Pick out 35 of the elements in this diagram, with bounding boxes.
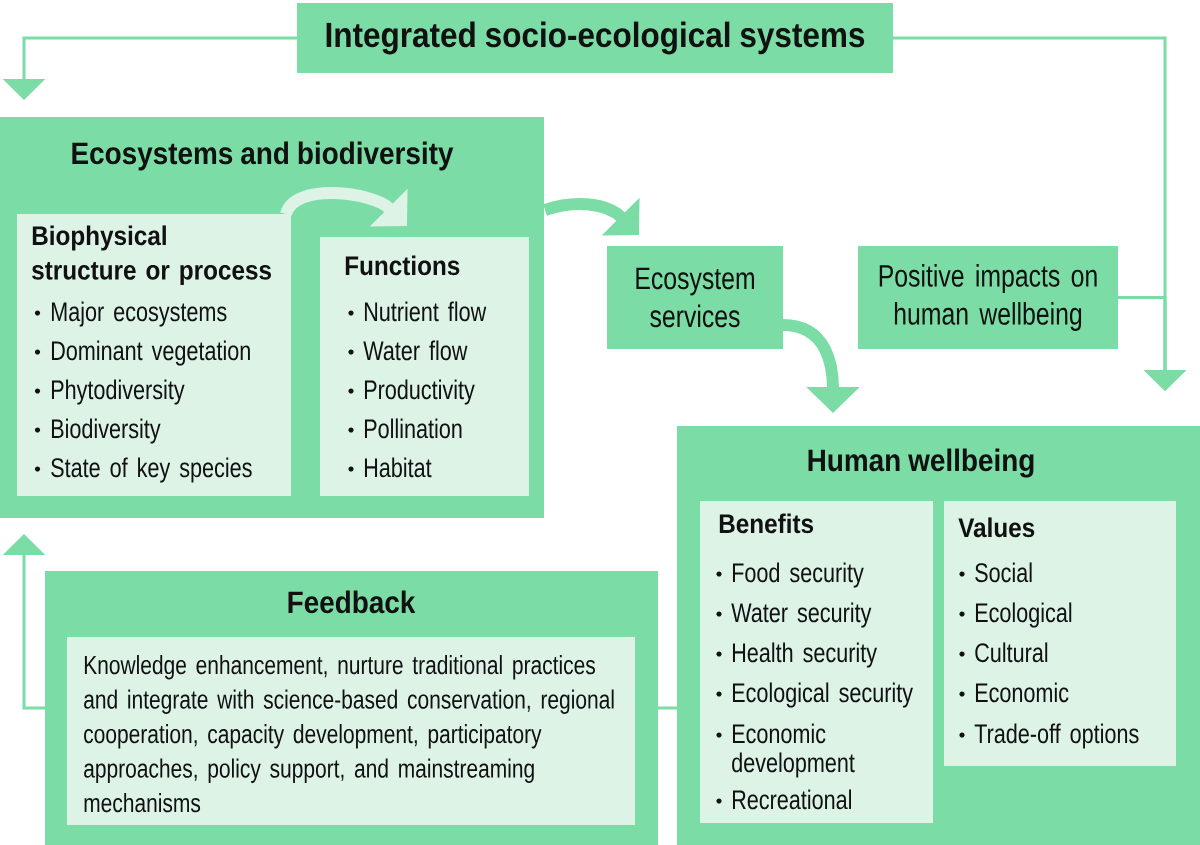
list-item: Water security (731, 602, 872, 628)
list-heading: Biophysical structure or process (32, 225, 271, 286)
list-item: Major ecosystems (52, 301, 227, 327)
panel-heading: Ecosystems and biodiversity (72, 141, 454, 171)
list-item: Productivity (365, 379, 475, 405)
list-item: Dominant vegetation (52, 340, 250, 366)
panel-heading: Human wellbeing (808, 448, 1034, 478)
list-item: Cultural (975, 642, 1048, 663)
list-heading: Functions (345, 255, 460, 276)
list-item: Water flow (363, 340, 468, 361)
list-heading: Values (958, 517, 1035, 538)
list-item: State of key species (51, 457, 252, 483)
connector-line (658, 706, 677, 710)
process-box: Positive impacts on human wellbeing (858, 246, 1118, 349)
list-item: Social (975, 562, 1032, 583)
list-item: Pollination (365, 418, 462, 439)
process-box: Ecosystem services (607, 246, 783, 349)
list-item: Recreational (733, 789, 851, 810)
list-item: Economic development (732, 723, 855, 778)
text-box: Knowledge enhancement, nurture traditional practices and integrate with science-based conservation, regional cooperation, capacity development, participatory approaches, policy support, and mainstreaming mechanisms (67, 637, 635, 825)
panel-heading: Feedback (288, 590, 416, 614)
list-item: Habitat (365, 457, 432, 478)
list-heading: Benefits (719, 513, 814, 534)
curved-arrow (543, 197, 640, 236)
list-item: Economic (976, 682, 1069, 703)
list-item: Nutrient flow (365, 301, 487, 322)
list-item: Phytodiversity (52, 379, 185, 405)
title-box: Integrated socio-ecological systems (297, 3, 893, 73)
list-item: Food security (733, 562, 864, 588)
arrow (1118, 296, 1187, 391)
list-item: Ecological (976, 602, 1072, 628)
list-item: Trade-off options (974, 723, 1139, 749)
list-item: Biodiversity (52, 418, 161, 444)
list-item: Ecological security (733, 682, 913, 708)
list-item: Health security (733, 642, 877, 668)
